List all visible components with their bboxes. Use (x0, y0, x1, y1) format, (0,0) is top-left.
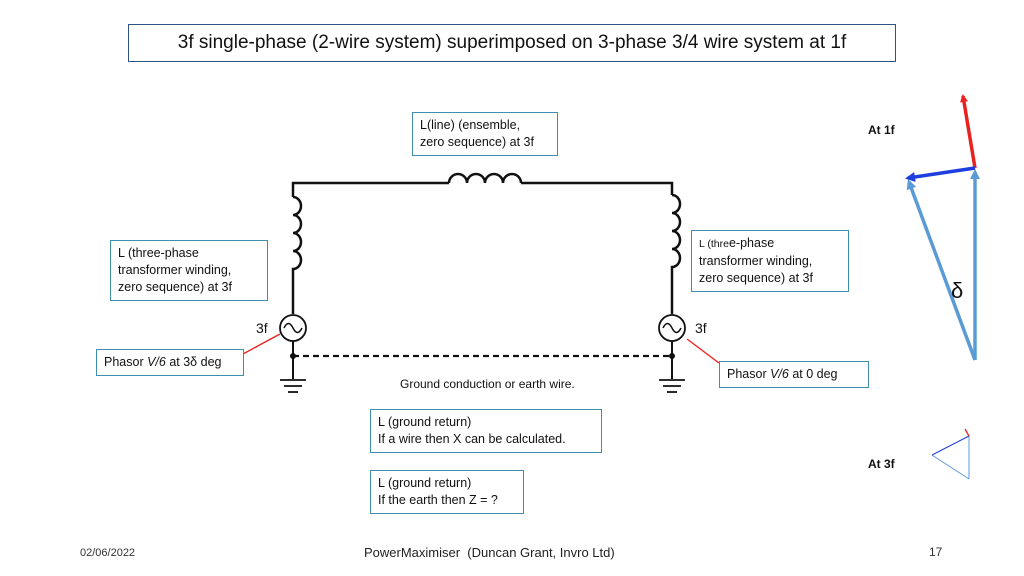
slide-title-text: 3f single-phase (2-wire system) superimp… (177, 32, 847, 53)
line-inductor-label-line-2: zero sequence) at 3f (420, 135, 534, 149)
phasor-1f-label: At 1f (868, 123, 895, 137)
ground-wire-label-line-2: If a wire then X can be calculated. (378, 432, 566, 446)
ground-wire-label-line-1: L (ground return) (378, 415, 472, 429)
left-winding-coil (291, 195, 303, 314)
phasor-1f-red (960, 94, 977, 169)
right-node (669, 353, 675, 359)
left-phasor-leader (242, 333, 281, 355)
right-phasor-label-c: at 0 deg (788, 367, 838, 381)
line-inductor-label: L(line) (ensemble, zero sequence) at 3f (412, 112, 558, 156)
footer-date: 02/06/2022 (80, 547, 136, 559)
right-ground-symbol (659, 379, 685, 393)
left-winding-label-line-1: L (three-phase (118, 246, 199, 260)
left-phasor-label-a: Phasor (104, 355, 148, 369)
right-source-label: 3f (695, 320, 707, 336)
left-winding-label-line-2: transformer winding, (118, 263, 232, 277)
ground-earth-label-line-2: If the earth then Z = ? (378, 493, 498, 507)
phasor-3f-label: At 3f (868, 457, 895, 471)
top-inductor-coil (447, 172, 523, 184)
ground-earth-label-line-1: L (ground return) (378, 476, 472, 490)
left-phasor-label: Phasor V/6 at 3δ deg (96, 349, 244, 376)
left-source-wave (283, 322, 303, 334)
left-winding-label: L (three-phase transformer winding, zero… (110, 240, 268, 301)
phasor-1f-diagonal (906, 179, 977, 361)
phasor-3f-red (964, 428, 970, 437)
line-inductor-label-line-1: L(line) (ensemble, (420, 118, 521, 132)
phasor-3f-lower (931, 454, 970, 480)
right-source-wave (662, 322, 682, 334)
right-winding-label-line-2: transformer winding, (699, 254, 813, 268)
right-winding-label-line-1: L (three-phase (699, 235, 841, 253)
right-phasor-label-a: Phasor (727, 367, 771, 381)
phasor-3f-blue (931, 435, 970, 456)
right-winding-label: L (three-phase transformer winding, zero… (691, 230, 849, 292)
ground-earth-label: L (ground return) If the earth then Z = … (370, 470, 524, 514)
right-winding-coil (670, 193, 682, 314)
left-phasor-label-c: at 3δ deg (165, 355, 222, 369)
right-phasor-leader (686, 338, 720, 364)
left-phasor-label-b: V/6 (147, 355, 166, 369)
phasor-1f-blue (905, 166, 976, 182)
top-wire-left (291, 181, 449, 197)
slide-title: 3f single-phase (2-wire system) superimp… (128, 24, 896, 62)
right-winding-label-line-3: zero sequence) at 3f (699, 271, 813, 285)
ground-conduction-label: Ground conduction or earth wire. (400, 377, 575, 391)
right-phasor-label: Phasor V/6 at 0 deg (719, 361, 869, 388)
footer-page: 17 (929, 545, 943, 559)
top-wire-right (521, 181, 674, 195)
right-phasor-label-b: V/6 (770, 367, 789, 381)
right-winding-label-rest: e-phase (728, 236, 775, 250)
right-winding-label-prefix: L (thre (699, 238, 729, 250)
left-source-label: 3f (256, 320, 268, 336)
left-ground-symbol (280, 379, 306, 393)
delta-symbol: δ (951, 278, 964, 303)
footer-center: PowerMaximiser (Duncan Grant, Invro Ltd) (364, 545, 615, 560)
left-winding-label-line-3: zero sequence) at 3f (118, 280, 232, 294)
ground-wire-label: L (ground return) If a wire then X can b… (370, 409, 602, 453)
